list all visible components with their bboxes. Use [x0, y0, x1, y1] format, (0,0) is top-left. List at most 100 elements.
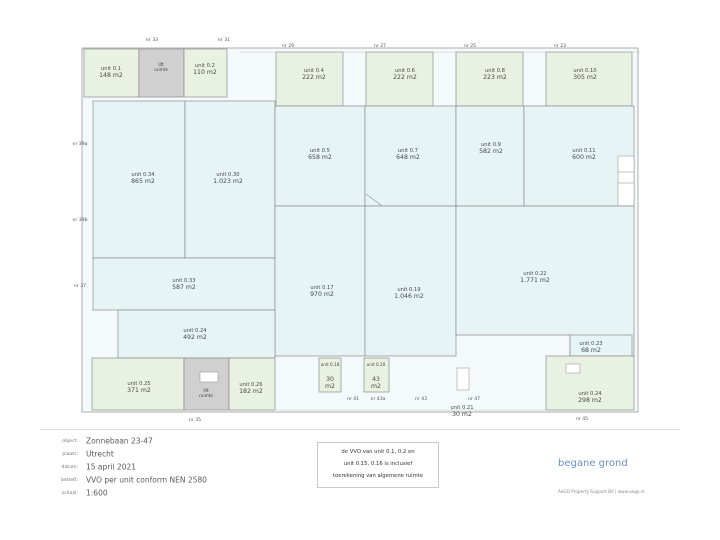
unit-name-u08: unit 0.8: [485, 68, 505, 74]
unit-name-u017: unit 0.17: [310, 285, 333, 291]
house-number-45: nr 45: [576, 416, 588, 422]
unit-0-18-room[interactable]: [318, 357, 342, 393]
lift-bottom-label-2: ruimte: [199, 393, 213, 398]
house-number-29: nr 29: [282, 43, 294, 49]
betreft-label: betreft:: [60, 477, 78, 483]
unit-area-u025: 371 m2: [127, 387, 151, 394]
facade-mullions: [240, 51, 640, 411]
house-number-31: nr 31: [218, 37, 230, 43]
unit-0-8-room[interactable]: [455, 51, 524, 107]
unit-name-u021: unit 0.21: [450, 405, 473, 411]
unit-0-6-room[interactable]: [365, 51, 434, 107]
info-row-betreft: betreft: VVO per unit conform NEN 2580: [40, 475, 207, 485]
title-block-separator: [40, 429, 680, 430]
unit-area-u024: 492 m2: [183, 334, 207, 341]
unit-0-9-room[interactable]: [455, 105, 525, 207]
unit-area-u0024: 298 m2: [578, 397, 602, 404]
unit-0-18-name: unit 0.18: [321, 362, 340, 367]
unit-0-25-room[interactable]: [91, 357, 185, 411]
house-number-35: nr 35: [189, 417, 201, 423]
unit-area-u09: 582 m2: [479, 148, 503, 155]
info-row-object: object: Zonnebaan 23-47: [40, 436, 153, 446]
unit-area-u08: 223 m2: [483, 74, 507, 81]
datum-value: 15 april 2021: [86, 462, 137, 472]
unit-0-4-room[interactable]: [275, 51, 344, 107]
lift-bottom-label: lift: [203, 388, 209, 393]
unit-area-u034: 865 m2: [131, 178, 155, 185]
footer-company: AeGO Property Support BV | www.aego.nl: [558, 489, 645, 494]
unit-area-u01: 148 m2: [99, 72, 123, 79]
house-number-27: nr 27: [374, 43, 386, 49]
unit-area-u011: 600 m2: [572, 154, 596, 161]
unit-name-u030: unit 0.30: [216, 172, 239, 178]
unit-0-20-area: 43: [372, 376, 380, 383]
unit-0-18-area-unit: m2: [325, 383, 335, 390]
unit-name-u01: unit 0.1: [101, 66, 121, 72]
stair-core: [617, 155, 635, 207]
lift-top-label-2: ruimte: [154, 67, 168, 72]
house-number-39b: nr 39b: [72, 217, 87, 223]
meter-box: [565, 363, 581, 374]
unit-0-26-room[interactable]: [228, 357, 276, 411]
info-row-schaal: schaal: 1:600: [40, 488, 108, 498]
unit-name-u02: unit 0.2: [195, 63, 215, 69]
unit-0-5-room[interactable]: [274, 105, 366, 207]
unit-0-17-room[interactable]: [274, 205, 366, 357]
unit-name-u019: unit 0.19: [397, 287, 420, 293]
unit-area-u07: 648 m2: [396, 154, 420, 161]
house-number-47: nr 47: [468, 396, 480, 402]
unit-area-u033: 587 m2: [172, 284, 196, 291]
lift-shaft: [199, 371, 219, 383]
unit-name-u033: unit 0.33: [172, 278, 195, 284]
unit-area-u022: 1.771 m2: [520, 277, 550, 284]
schaal-value: 1:600: [86, 488, 108, 498]
unit-0-2-room[interactable]: [183, 48, 228, 98]
unit-name-u023: unit 0.23: [579, 341, 602, 347]
unit-area-u026: 182 m2: [239, 388, 263, 395]
unit-name-u025: unit 0.25: [127, 381, 150, 387]
object-label: object:: [62, 438, 78, 444]
unit-area-u02: 110 m2: [193, 69, 217, 76]
unit-name-u05: unit 0.5: [310, 148, 330, 154]
unit-0-24-south-room[interactable]: [545, 355, 635, 411]
unit-0-21-room[interactable]: [456, 367, 470, 391]
unit-name-u010: unit 0.10: [573, 68, 596, 74]
info-row-plaats: plaats:Utrecht: [40, 449, 113, 459]
unit-0-20-room[interactable]: [363, 357, 390, 393]
unit-0-1-room[interactable]: [83, 48, 140, 98]
unit-name-u026: unit 0.26: [239, 382, 262, 388]
unit-name-u04: unit 0.4: [304, 68, 325, 74]
house-number-43: nr 43: [415, 396, 427, 402]
unit-name-u06: unit 0.6: [395, 68, 415, 74]
unit-area-u010: 305 m2: [573, 74, 597, 81]
unit-area-u019: 1.046 m2: [394, 293, 424, 300]
unit-0-19-room[interactable]: [364, 205, 457, 357]
note-line-3: toerekening van algemene ruimte: [332, 473, 424, 479]
unit-0-11-room[interactable]: [523, 105, 635, 207]
unit-0-33-room[interactable]: [92, 257, 276, 311]
note-line-2: unit 0.15, 0.16 is inclusief: [343, 461, 413, 467]
unit-area-u06: 222 m2: [393, 74, 417, 81]
unit-0-20-area-unit: m2: [371, 383, 381, 390]
unit-name-u0024: unit 0.24: [578, 391, 602, 397]
object-value: Zonnebaan 23-47: [86, 436, 153, 446]
unit-0-24-room[interactable]: [117, 309, 276, 359]
plaats-label: plaats:: [62, 451, 78, 457]
unit-name-u034: unit 0.34: [131, 172, 155, 178]
info-row-datum: datum:15 april 2021: [40, 462, 136, 472]
unit-0-34-room[interactable]: [92, 100, 186, 259]
note-line-1: de VVO van unit 0.1, 0.2 en: [341, 449, 415, 455]
betreft-value: VVO per unit conform NEN 2580: [86, 475, 207, 485]
unit-name-u09: unit 0.9: [481, 142, 501, 148]
unit-area-u030: 1.023 m2: [213, 178, 243, 185]
unit-name-u011: unit 0.11: [572, 148, 595, 154]
house-number-33: nr 33: [146, 37, 158, 43]
floor-title: begane grond: [558, 458, 628, 469]
unit-name-u07: unit 0.7: [398, 148, 418, 154]
house-number-23: nr 23: [554, 43, 566, 49]
house-number-41: nr 41: [347, 396, 359, 402]
schaal-label: schaal:: [61, 490, 78, 496]
unit-0-18-area: 30: [326, 376, 334, 383]
